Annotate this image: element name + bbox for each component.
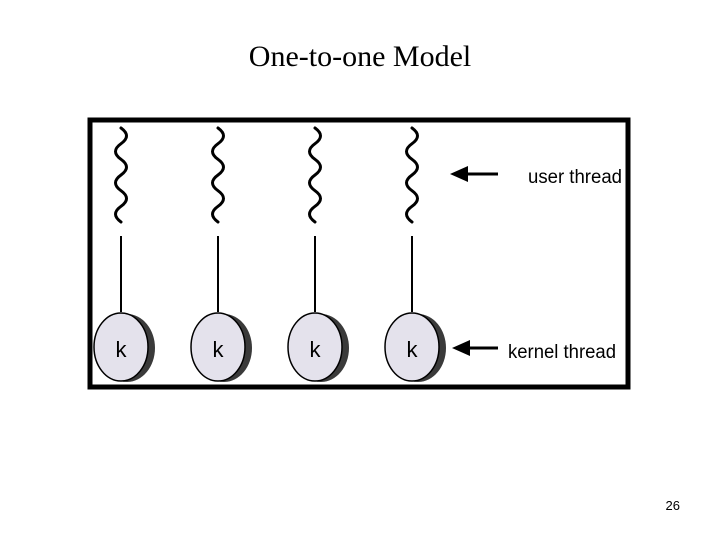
diagram-frame [87,117,631,390]
kernel-thread-k-label: k [213,337,225,362]
kernel-thread-arrowhead [452,340,470,356]
kernel-thread-disk [93,312,149,382]
user-thread-squiggle [114,126,128,224]
thread-column-2: k [190,126,252,382]
kernel-thread-k-label: k [310,337,322,362]
thread-column-3: k [287,126,349,382]
kernel-thread-disk [190,312,246,382]
user-thread-pointer: user thread [450,166,622,188]
user-thread-squiggle [405,126,419,224]
user-thread-label: user thread [528,167,622,188]
kernel-thread-label: kernel thread [508,342,616,363]
page-number: 26 [665,498,680,513]
user-thread-arrowhead [450,166,468,182]
kernel-thread-k-label: k [116,337,128,362]
kernel-thread-pointer: kernel thread [452,340,616,363]
slide-title: One-to-one Model [248,40,472,73]
kernel-thread-k-label: k [407,337,419,362]
kernel-thread-disk [287,312,343,382]
user-thread-squiggle [308,126,322,224]
thread-column-4: k [384,126,446,382]
thread-column-1: k [93,126,155,382]
user-thread-squiggle [211,126,225,224]
kernel-thread-disk [384,312,440,382]
